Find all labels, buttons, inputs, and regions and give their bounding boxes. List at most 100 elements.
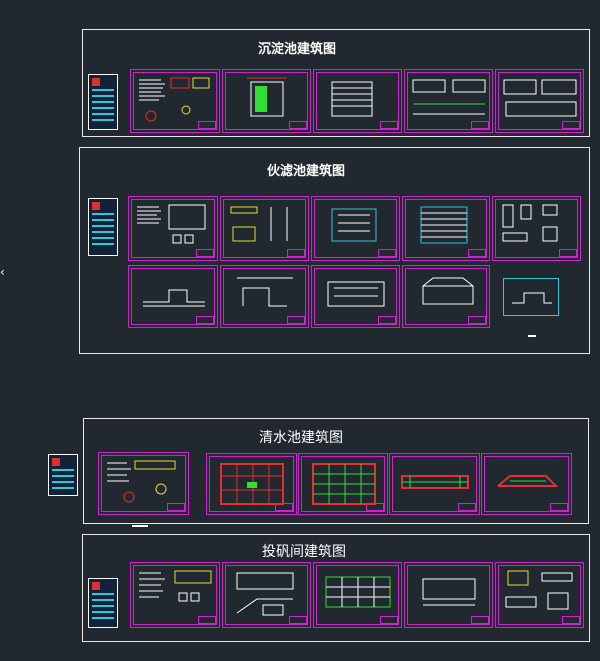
drawing-sheet[interactable] — [481, 453, 572, 515]
index-row — [92, 119, 114, 121]
index-header-mark — [52, 458, 60, 466]
sheet-border — [133, 72, 217, 130]
sheet-border — [314, 268, 397, 325]
sheet-border — [405, 268, 487, 325]
title-block — [471, 121, 489, 129]
index-row — [92, 113, 114, 115]
title-block — [287, 249, 305, 257]
drawing-sheet[interactable] — [220, 265, 309, 328]
sheet-border — [223, 268, 306, 325]
sheet-border — [498, 565, 581, 625]
sheet-notes-drawing — [139, 570, 212, 602]
group-frame-dosing[interactable] — [82, 534, 590, 642]
sheet-notes-drawing — [137, 204, 206, 244]
title-block — [380, 616, 398, 624]
title-block — [378, 316, 396, 324]
index-row — [92, 237, 114, 239]
chevron-left-icon: ‹ — [0, 265, 5, 279]
title-block — [562, 121, 580, 129]
plan-drawing — [312, 463, 376, 505]
drawing-sheet[interactable] — [495, 562, 584, 628]
index-row — [92, 219, 114, 221]
elevation-drawing — [503, 79, 577, 117]
index-row — [92, 605, 114, 607]
sheet-border — [133, 565, 217, 625]
index-row — [92, 599, 114, 601]
drawing-sheet[interactable] — [222, 69, 311, 133]
index-row — [52, 475, 74, 477]
title-block — [559, 249, 577, 257]
drawing-sheet[interactable] — [404, 69, 493, 133]
group-frame-filter[interactable] — [79, 147, 590, 354]
sheet-border — [314, 199, 397, 258]
group-frame-sedimentation[interactable] — [82, 29, 590, 137]
index-row — [92, 225, 114, 227]
detail-drawing — [502, 204, 558, 242]
drawing-index-sheet[interactable] — [48, 454, 78, 496]
group-title-sedimentation: 沉淀池建筑图 — [258, 42, 337, 57]
drawing-index-sheet[interactable] — [88, 74, 118, 130]
drawing-sheet[interactable] — [98, 452, 189, 515]
index-row — [92, 611, 114, 613]
drawing-sheet[interactable] — [402, 196, 490, 261]
drawing-sheet[interactable] — [222, 562, 311, 628]
drawing-sheet[interactable] — [206, 453, 297, 515]
sheet-notes-drawing — [139, 77, 210, 122]
index-row — [92, 95, 114, 97]
drawing-sheet[interactable] — [404, 562, 493, 628]
detail-sheet-cyan[interactable] — [503, 278, 559, 316]
drawing-sheet[interactable] — [128, 196, 218, 261]
drawing-sheet[interactable] — [130, 69, 220, 133]
index-row — [52, 469, 74, 471]
title-block — [196, 316, 214, 324]
index-row — [92, 593, 114, 595]
sheet-border — [225, 72, 308, 130]
title-block — [468, 249, 486, 257]
detail-drawing — [512, 292, 552, 304]
index-row — [52, 481, 74, 483]
drawing-sheet[interactable] — [311, 196, 400, 261]
drawing-index-sheet[interactable] — [88, 198, 118, 256]
plan-drawing — [325, 576, 391, 608]
sheet-border — [131, 268, 215, 325]
plan-drawing — [331, 208, 377, 242]
drawing-sheet[interactable] — [492, 196, 581, 261]
elevation-drawing — [327, 281, 385, 307]
section-drawing — [237, 277, 293, 307]
drawing-index-sheet[interactable] — [88, 578, 118, 628]
drawing-sheet[interactable] — [220, 196, 309, 261]
sheet-border — [405, 199, 487, 258]
title-block — [550, 503, 568, 511]
index-row — [92, 617, 114, 619]
drawing-sheet[interactable] — [389, 453, 480, 515]
drawing-sheet[interactable] — [313, 562, 402, 628]
drawing-sheet[interactable] — [402, 265, 490, 328]
group-title-clearwater: 清水池建筑图 — [259, 430, 343, 446]
title-block — [562, 616, 580, 624]
drawing-sheet[interactable] — [298, 453, 388, 515]
section-drawing — [143, 289, 205, 307]
sheet-border — [209, 456, 294, 512]
title-block — [378, 249, 396, 257]
index-header-mark — [92, 202, 100, 210]
title-block — [198, 121, 216, 129]
drawing-sheet[interactable] — [313, 69, 402, 133]
section-drawing — [497, 475, 559, 487]
drawing-sheet[interactable] — [128, 265, 218, 328]
sheet-label-mark — [132, 525, 148, 527]
title-block — [380, 121, 398, 129]
title-block — [287, 316, 305, 324]
index-row — [92, 89, 114, 91]
group-frame-clearwater[interactable] — [83, 418, 589, 524]
sheet-border — [498, 72, 581, 130]
index-row — [92, 101, 114, 103]
drawing-sheet[interactable] — [311, 265, 400, 328]
title-block — [289, 121, 307, 129]
group-title-dosing: 投矾间建筑图 — [262, 544, 346, 560]
drawing-sheet[interactable] — [495, 69, 584, 133]
index-header-mark — [92, 78, 100, 86]
drawing-sheet[interactable] — [130, 562, 220, 628]
title-block — [289, 616, 307, 624]
elevation-drawing — [422, 578, 476, 606]
sheet-border — [101, 455, 186, 512]
